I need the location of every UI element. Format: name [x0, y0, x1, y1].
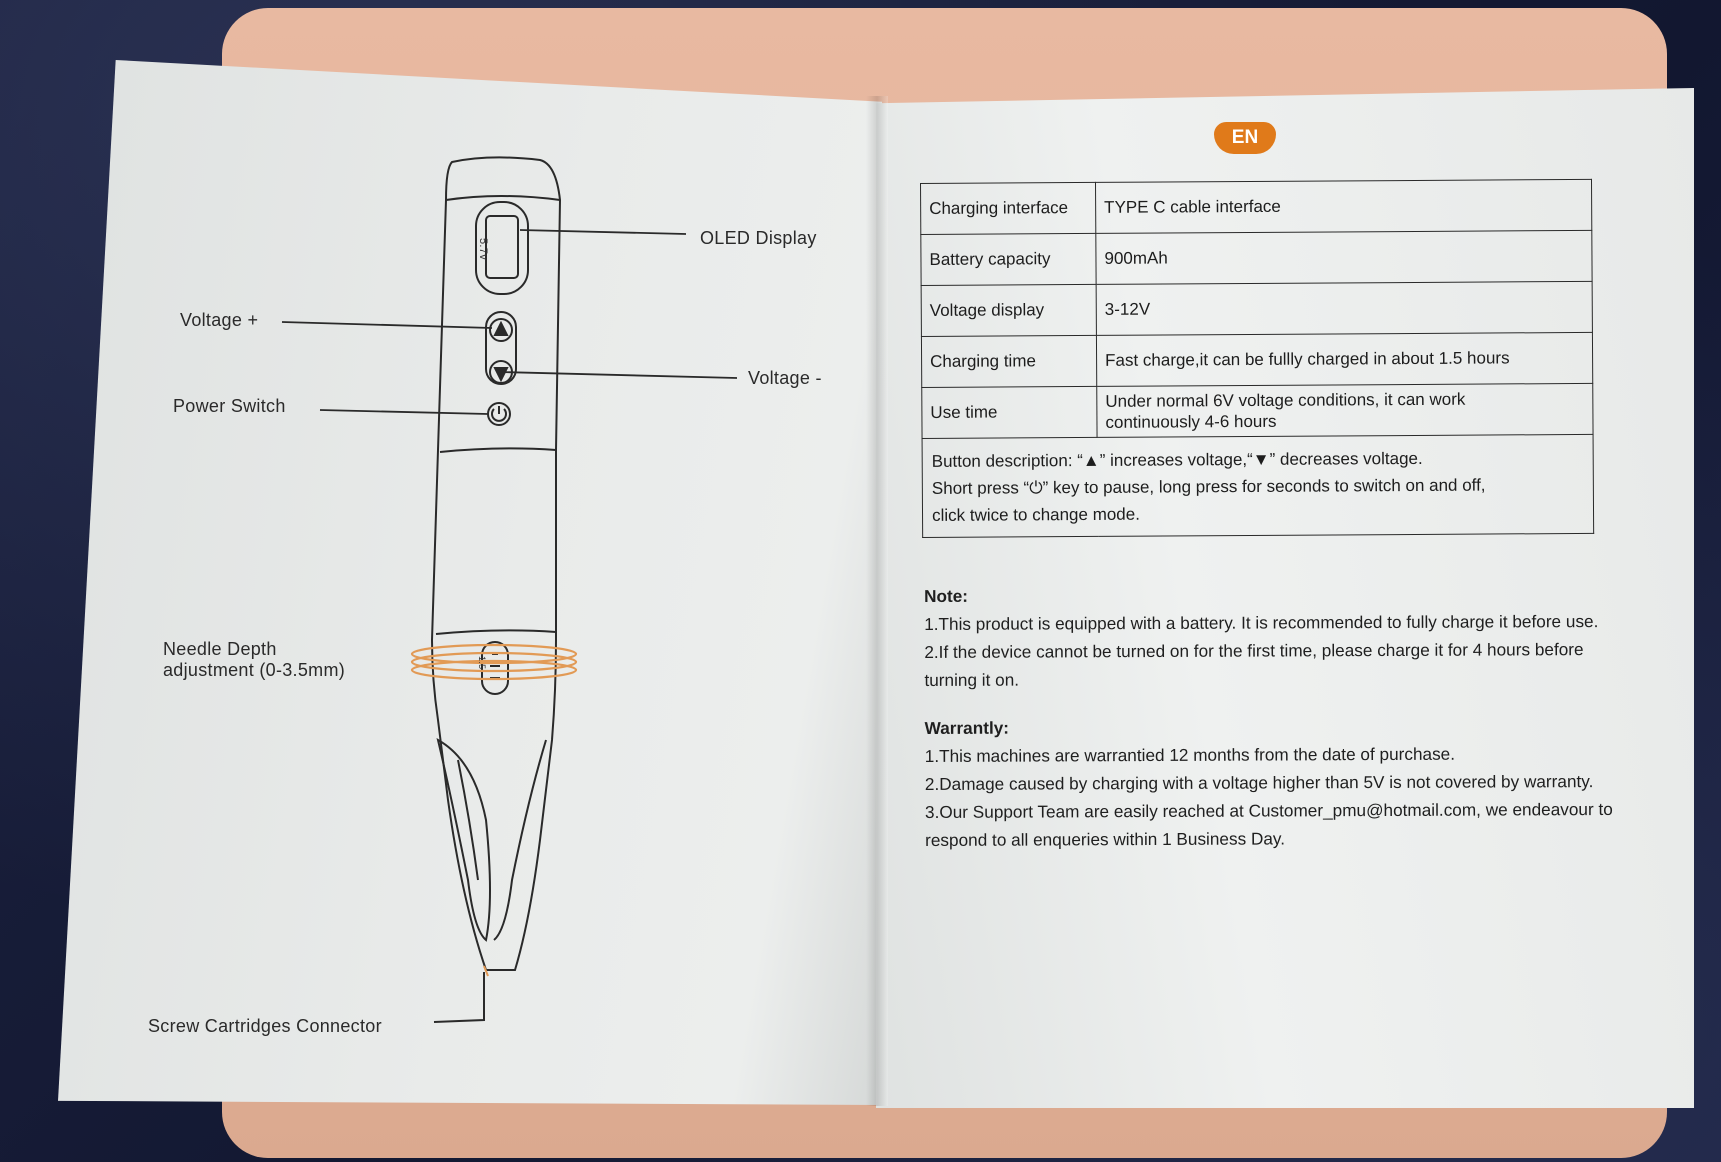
table-row: Charging time Fast charge,it can be full… — [921, 332, 1593, 388]
pen-grip-left-rib — [436, 738, 491, 942]
spec-value-line: continuously 4-6 hours — [1105, 411, 1277, 432]
needle-depth-label-line1: Needle Depth — [163, 639, 277, 659]
table-row: Use time Under normal 6V voltage conditi… — [921, 383, 1594, 439]
oled-readout: 5.7v — [477, 238, 489, 260]
language-badge: EN — [1214, 122, 1276, 154]
depth-ring-seam — [435, 629, 557, 635]
needle-depth-dial — [481, 641, 509, 695]
pen-grip-seam — [439, 447, 557, 453]
spec-table: Charging interface TYPE C cable interfac… — [920, 179, 1594, 538]
oled-display-label: OLED Display — [700, 228, 817, 248]
spec-key: Use time — [921, 386, 1098, 439]
voltage-plus-button-icon — [489, 318, 513, 342]
spec-key: Charging time — [921, 335, 1097, 388]
page-fold — [866, 96, 888, 1106]
spec-value: Fast charge,it can be fullly charged in … — [1096, 332, 1593, 387]
spec-value-line: Under normal 6V voltage conditions, it c… — [1105, 389, 1466, 411]
table-row: Voltage display 3-12V — [921, 281, 1593, 337]
button-description-line: click twice to change mode. — [931, 504, 1140, 525]
voltage-plus-label: Voltage + — [180, 310, 259, 330]
needle-depth-label-line2: adjustment (0-3.5mm) — [163, 660, 346, 680]
button-description-line: Button description: “▲” increases voltag… — [931, 448, 1423, 471]
note-heading: Note: — [924, 585, 969, 606]
warranty-item: 3.Our Support Team are easily reached at… — [924, 798, 1613, 850]
spec-key: Charging interface — [920, 182, 1096, 235]
button-description: Button description: “▲” increases voltag… — [922, 434, 1594, 538]
voltage-minus-label: Voltage - — [748, 368, 822, 388]
note-item: 2.If the device cannot be turned on for … — [924, 639, 1584, 690]
manual-left-page — [58, 60, 882, 1105]
table-row: Charging interface TYPE C cable interfac… — [920, 179, 1592, 235]
oled-screen — [485, 215, 519, 279]
connector-line — [433, 972, 485, 1023]
spec-value: 3-12V — [1096, 281, 1593, 336]
spec-value: 900mAh — [1095, 230, 1593, 285]
spec-key: Battery capacity — [920, 233, 1097, 286]
pen-body-outline — [430, 156, 562, 971]
spec-value: Under normal 6V voltage conditions, it c… — [1096, 383, 1594, 438]
warranty-item: 1.This machines are warrantied 12 months… — [924, 743, 1456, 766]
pen-cap-seam — [445, 195, 561, 201]
spec-key: Voltage display — [921, 284, 1097, 337]
manual-right-page — [876, 88, 1694, 1108]
table-row: Battery capacity 900mAh — [920, 230, 1593, 286]
button-description-line: Short press “⏻” key to pause, long press… — [931, 475, 1486, 498]
oled-module — [475, 201, 529, 295]
note-item: 1.This product is equipped with a batter… — [924, 611, 1599, 634]
pen-grip-right-rib — [493, 739, 547, 941]
screw-cartridges-connector-label: Screw Cartridges Connector — [148, 1016, 382, 1036]
button-description-row: Button description: “▲” increases voltag… — [922, 434, 1594, 538]
warranty-heading: Warrantly: — [924, 717, 1010, 738]
warranty-item: 2.Damage caused by charging with a volta… — [924, 771, 1594, 794]
power-switch-label: Power Switch — [173, 396, 286, 416]
notes-section: Note: 1.This product is equipped with a … — [924, 579, 1615, 854]
spec-value: TYPE C cable interface — [1095, 179, 1592, 234]
depth-dial-readout: 1.5 — [477, 656, 487, 670]
